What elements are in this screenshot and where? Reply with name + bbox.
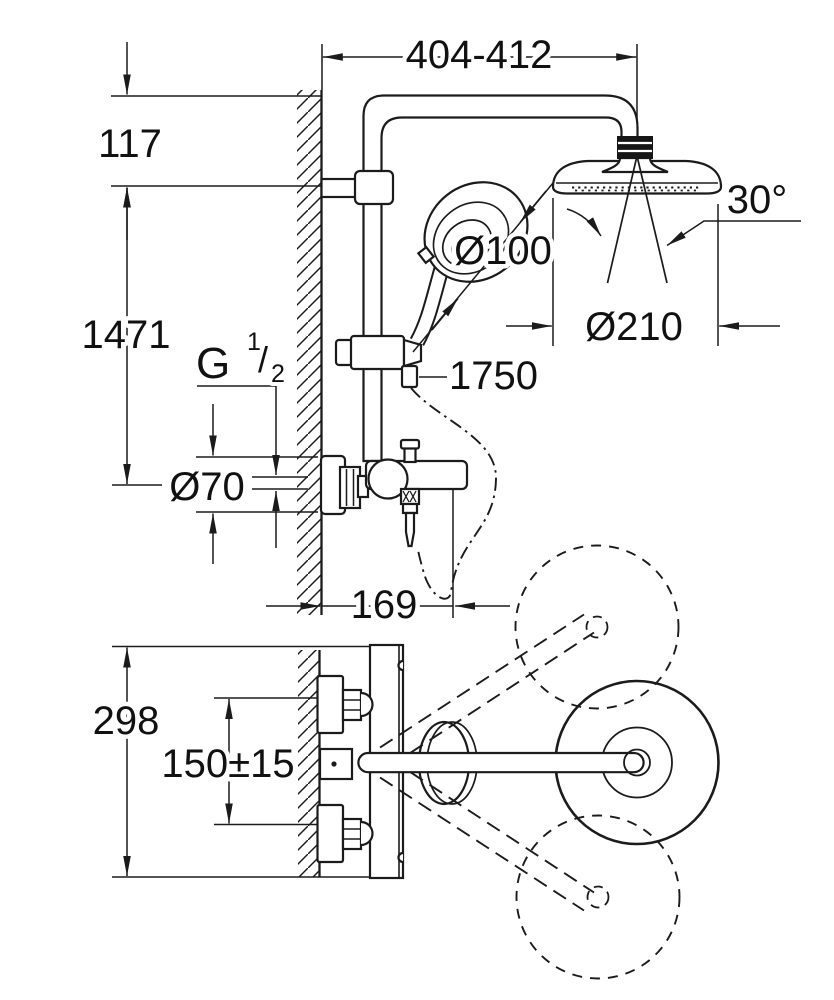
dim-total-height-label: 1750 (449, 354, 538, 398)
dim-swivel-angle-label: 30° (727, 178, 788, 222)
dimension-lines-front (123, 42, 780, 610)
head-shower (551, 136, 723, 195)
shower-arm-plan (357, 751, 645, 774)
svg-text:2: 2 (271, 360, 285, 388)
svg-text:G: G (196, 339, 230, 388)
dim-spout-projection-label: 169 (351, 583, 418, 627)
head-position-upper-dashed (514, 544, 680, 710)
hand-shower-head (423, 181, 529, 283)
dim-hand-shower-dia-label: Ø100 (454, 229, 552, 273)
valve-handle (367, 458, 409, 500)
dimension-lines-plan (123, 647, 233, 876)
svg-text:/: / (258, 339, 268, 380)
rail-wall-bracket (320, 169, 395, 206)
hand-shower-hose-nipple (400, 364, 419, 389)
dim-rail-height-label: 1471 (82, 313, 171, 357)
dim-arm-reach-label: 404-412 (406, 33, 553, 77)
dim-escutcheon-dia-label: Ø70 (169, 465, 245, 509)
wall-hatch (297, 90, 322, 615)
inlet-union-bottom (316, 803, 374, 864)
dim-body-height-label: 298 (93, 699, 160, 743)
wall-section-front (297, 90, 323, 615)
dim-inlet-spacing-label: 150±15 (161, 742, 294, 786)
dim-head-dia-label: Ø210 (585, 305, 683, 349)
wall-section-plan (298, 650, 321, 877)
wall-hatch-plan (298, 650, 320, 877)
plan-view: 298 150±15 (88, 544, 720, 980)
head-shower-face (551, 159, 723, 195)
center-mount-plan (318, 747, 354, 781)
shower-rail-and-arm (362, 94, 639, 463)
ball-joint-nut (617, 136, 653, 159)
hand-shower (409, 181, 529, 346)
hand-shower-holder (334, 334, 423, 389)
swivel-range-dashed (379, 544, 681, 980)
diverter-knob (399, 438, 421, 450)
head-position-lower-dashed (515, 814, 681, 980)
thread-size-label: G 1 / 2 (192, 324, 289, 392)
head-shower-plan (357, 615, 720, 909)
hand-shower-button (416, 245, 436, 265)
inlet-union-top (316, 674, 374, 735)
svg-text:1: 1 (247, 328, 261, 356)
shower-hose (410, 387, 497, 600)
front-view: 404-412 117 1471 G 1 / 2 Ø70 Ø100 30° Ø2… (77, 29, 801, 632)
dim-arm-drop-label: 117 (98, 122, 162, 166)
hose-outlet (399, 487, 421, 548)
thermostatic-valve (319, 438, 469, 548)
extension-lines (111, 44, 719, 618)
head-swivel-indicator (566, 157, 801, 284)
